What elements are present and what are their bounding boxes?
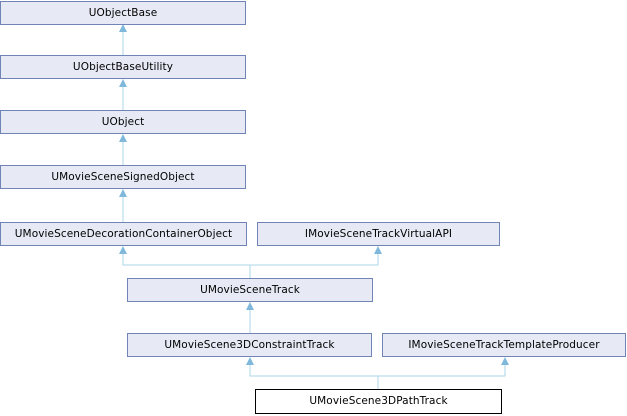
class-node-umoviescene3dconstrainttrack[interactable]: UMovieScene3DConstraintTrack (127, 333, 372, 357)
class-node-umoviescenedecorationcontainerobject[interactable]: UMovieSceneDecorationContainerObject (0, 222, 247, 246)
edge-umoviescenedecorationcontainerobject-to-umoviescenesignedobject (119, 189, 127, 222)
class-node-label: UMovieSceneDecorationContainerObject (14, 227, 233, 240)
class-node-label: IMovieSceneTrackVirtualAPI (304, 227, 453, 240)
class-node-uobjectbaseutility[interactable]: UObjectBaseUtility (0, 55, 246, 79)
class-node-imoviescenetrackvirtualapi[interactable]: IMovieSceneTrackVirtualAPI (257, 222, 500, 246)
class-node-label: UMovieScene3DPathTrack (309, 395, 448, 408)
class-node-label: UMovieSceneTrack (200, 283, 300, 296)
class-node-uobject[interactable]: UObject (0, 110, 246, 134)
edge-uobject-to-uobjectbaseutility (119, 79, 127, 110)
class-node-umoviescenesignedobject[interactable]: UMovieSceneSignedObject (0, 165, 246, 189)
edge-umoviescenesignedobject-to-uobject (119, 134, 127, 165)
edge-umoviescene3dpathtrack-to-umoviescene3dconstrainttrack (246, 357, 379, 389)
class-node-umoviescenetrack[interactable]: UMovieSceneTrack (127, 278, 373, 302)
class-node-label: UMovieScene3DConstraintTrack (164, 338, 335, 351)
class-node-imoviescenetracktemplateproducer[interactable]: IMovieSceneTrackTemplateProducer (382, 333, 626, 357)
class-node-uobjectbase[interactable]: UObjectBase (0, 1, 246, 25)
class-node-label: UObject (101, 115, 145, 128)
edge-umoviescenetrack-to-umoviescenedecorationcontainerobject (119, 246, 251, 278)
class-node-label: IMovieSceneTrackTemplateProducer (408, 338, 600, 351)
edge-umoviescene3dconstrainttrack-to-umoviescenetrack (246, 302, 254, 333)
class-node-label: UMovieSceneSignedObject (51, 170, 195, 183)
edge-uobjectbaseutility-to-uobjectbase (119, 24, 127, 55)
edge-umoviescenetrack-to-imoviescenetrackvirtualapi (249, 246, 382, 278)
edge-umoviescene3dpathtrack-to-imoviescenetracktemplateproducer (377, 357, 509, 389)
class-node-umoviescene3dpathtrack[interactable]: UMovieScene3DPathTrack (255, 389, 502, 414)
class-node-label: UObjectBase (88, 6, 158, 19)
class-node-label: UObjectBaseUtility (72, 60, 174, 73)
